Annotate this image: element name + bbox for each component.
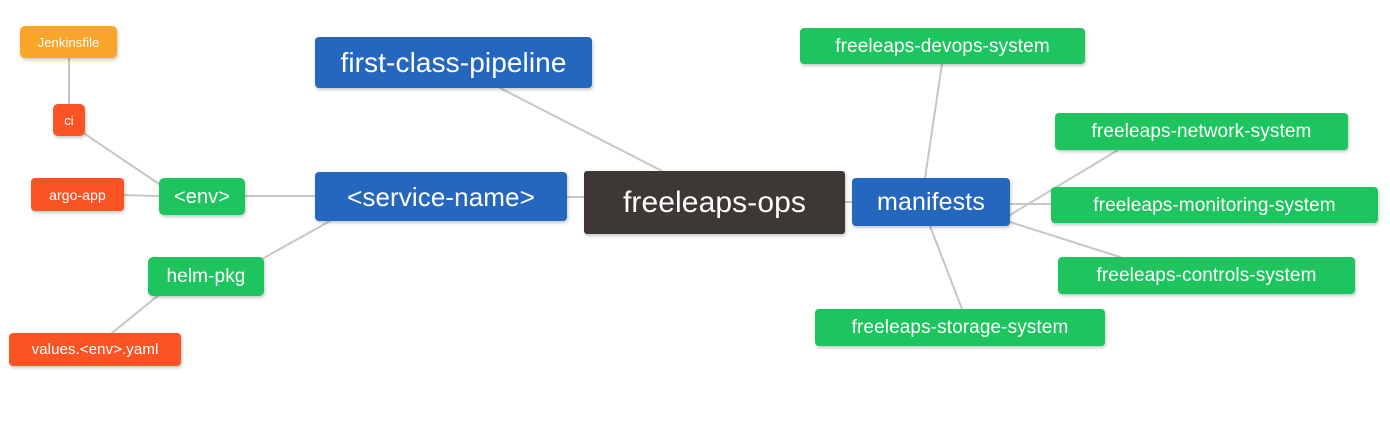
node-label: manifests: [877, 187, 985, 216]
node-freeleaps-devops-system[interactable]: freeleaps-devops-system: [800, 28, 1085, 64]
edge-argo-app-to-env: [123, 194, 160, 197]
node-values-yaml[interactable]: values.<env>.yaml: [9, 333, 181, 366]
node-service-name[interactable]: <service-name>: [315, 172, 567, 221]
node-label: argo-app: [49, 186, 106, 203]
node-label: freeleaps-devops-system: [835, 35, 1050, 57]
node-label: freeleaps-controls-system: [1096, 265, 1317, 286]
node-label: values.<env>.yaml: [31, 341, 159, 358]
edge-first-class-pipeline-to-freeleaps-ops: [499, 87, 663, 172]
node-label: <service-name>: [347, 181, 535, 212]
node-freeleaps-ops[interactable]: freeleaps-ops: [584, 171, 845, 234]
edge-manifests-to-freeleaps-devops-system: [924, 63, 943, 179]
node-freeleaps-monitoring-system[interactable]: freeleaps-monitoring-system: [1051, 187, 1378, 223]
node-first-class-pipeline[interactable]: first-class-pipeline: [315, 37, 592, 88]
edge-service-name-to-helm-pkg: [261, 220, 331, 260]
node-label: ci: [64, 112, 74, 128]
node-label: freeleaps-storage-system: [851, 317, 1069, 338]
edge-helm-pkg-to-values-yaml: [111, 293, 161, 334]
node-label: first-class-pipeline: [340, 46, 567, 78]
node-label: freeleaps-monitoring-system: [1093, 194, 1336, 216]
node-freeleaps-storage-system[interactable]: freeleaps-storage-system: [815, 309, 1105, 346]
edge-manifests-to-freeleaps-controls-system: [1009, 221, 1121, 258]
node-label: freeleaps-network-system: [1091, 121, 1312, 142]
node-label: <env>: [173, 185, 231, 208]
node-helm-pkg[interactable]: helm-pkg: [148, 257, 264, 296]
node-label: freeleaps-ops: [622, 185, 807, 219]
node-freeleaps-network-system[interactable]: freeleaps-network-system: [1055, 113, 1348, 150]
node-label: helm-pkg: [166, 266, 246, 287]
node-ci[interactable]: ci: [53, 104, 85, 136]
node-freeleaps-controls-system[interactable]: freeleaps-controls-system: [1058, 257, 1355, 294]
edge-manifests-to-freeleaps-storage-system: [929, 225, 963, 310]
node-manifests[interactable]: manifests: [852, 178, 1010, 226]
node-jenkinsfile[interactable]: Jenkinsfile: [20, 26, 117, 58]
node-argo-app[interactable]: argo-app: [31, 178, 124, 211]
node-label: Jenkinsfile: [37, 34, 100, 50]
node-env[interactable]: <env>: [159, 178, 245, 215]
